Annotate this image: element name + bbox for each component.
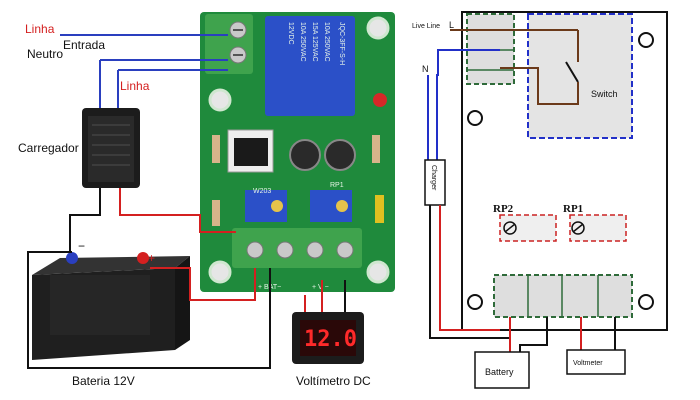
label-carregador: Carregador [18, 141, 79, 155]
svg-text:+ V −: + V − [312, 284, 329, 291]
label-live-l: L [449, 20, 454, 30]
voltmeter-display: 12.0 [292, 312, 364, 364]
charger-box [424, 159, 446, 206]
label-live-line: Live Line [412, 23, 440, 30]
svg-text:W203: W203 [253, 188, 271, 195]
svg-text:12VDC: 12VDC [287, 22, 294, 45]
label-battery: Battery [485, 367, 514, 377]
battery [32, 252, 190, 360]
charger-positive [439, 205, 500, 331]
svg-text:10A 250VAC: 10A 250VAC [323, 22, 330, 62]
label-entrada: Entrada [63, 38, 105, 52]
resistor [212, 135, 220, 163]
schematic-board [461, 11, 668, 331]
led [373, 93, 387, 107]
label-linha-top: Linha [25, 22, 55, 36]
svg-text:15A 125VAC: 15A 125VAC [311, 22, 318, 62]
input-wires [60, 34, 228, 110]
svg-text:RP1: RP1 [330, 182, 344, 189]
label-battery-plus: + [148, 251, 155, 265]
relay [265, 16, 355, 116]
label-neutro: Neutro [27, 47, 63, 61]
input-terminal-block [205, 14, 253, 74]
label-rp2: RP2 [493, 203, 514, 215]
capacitor-1 [289, 139, 321, 171]
battery-box [474, 351, 530, 389]
voltmeter-box [566, 349, 626, 375]
svg-text:12.0: 12.0 [304, 327, 357, 352]
pcb-board: JQC-3FF-S-H 10A 250VAC 15A 125VAC 10A 25… [200, 12, 395, 292]
capacitor-2 [324, 139, 356, 171]
charger [82, 108, 140, 188]
charger-positive-wire [119, 188, 236, 233]
label-battery-minus: − [78, 239, 85, 253]
svg-text:JQC-3FF-S-H: JQC-3FF-S-H [338, 22, 345, 65]
battery-negative-wire [27, 251, 271, 369]
label-charger: Charger [430, 165, 437, 191]
ic-chip [234, 138, 268, 166]
label-voltmeter: Voltmeter [573, 360, 603, 367]
label-voltimetro: Voltímetro DC [296, 374, 371, 388]
label-rp1: RP1 [563, 203, 583, 215]
label-bateria: Bateria 12V [72, 374, 135, 388]
battery-positive-wire [150, 267, 256, 301]
output-terminal-block [232, 228, 362, 268]
label-neutral-n: N [422, 64, 429, 74]
switch-contact [565, 61, 579, 83]
svg-text:10A 250VAC: 10A 250VAC [299, 22, 306, 62]
label-switch: Switch [591, 89, 618, 99]
label-linha-charger: Linha [120, 79, 150, 93]
